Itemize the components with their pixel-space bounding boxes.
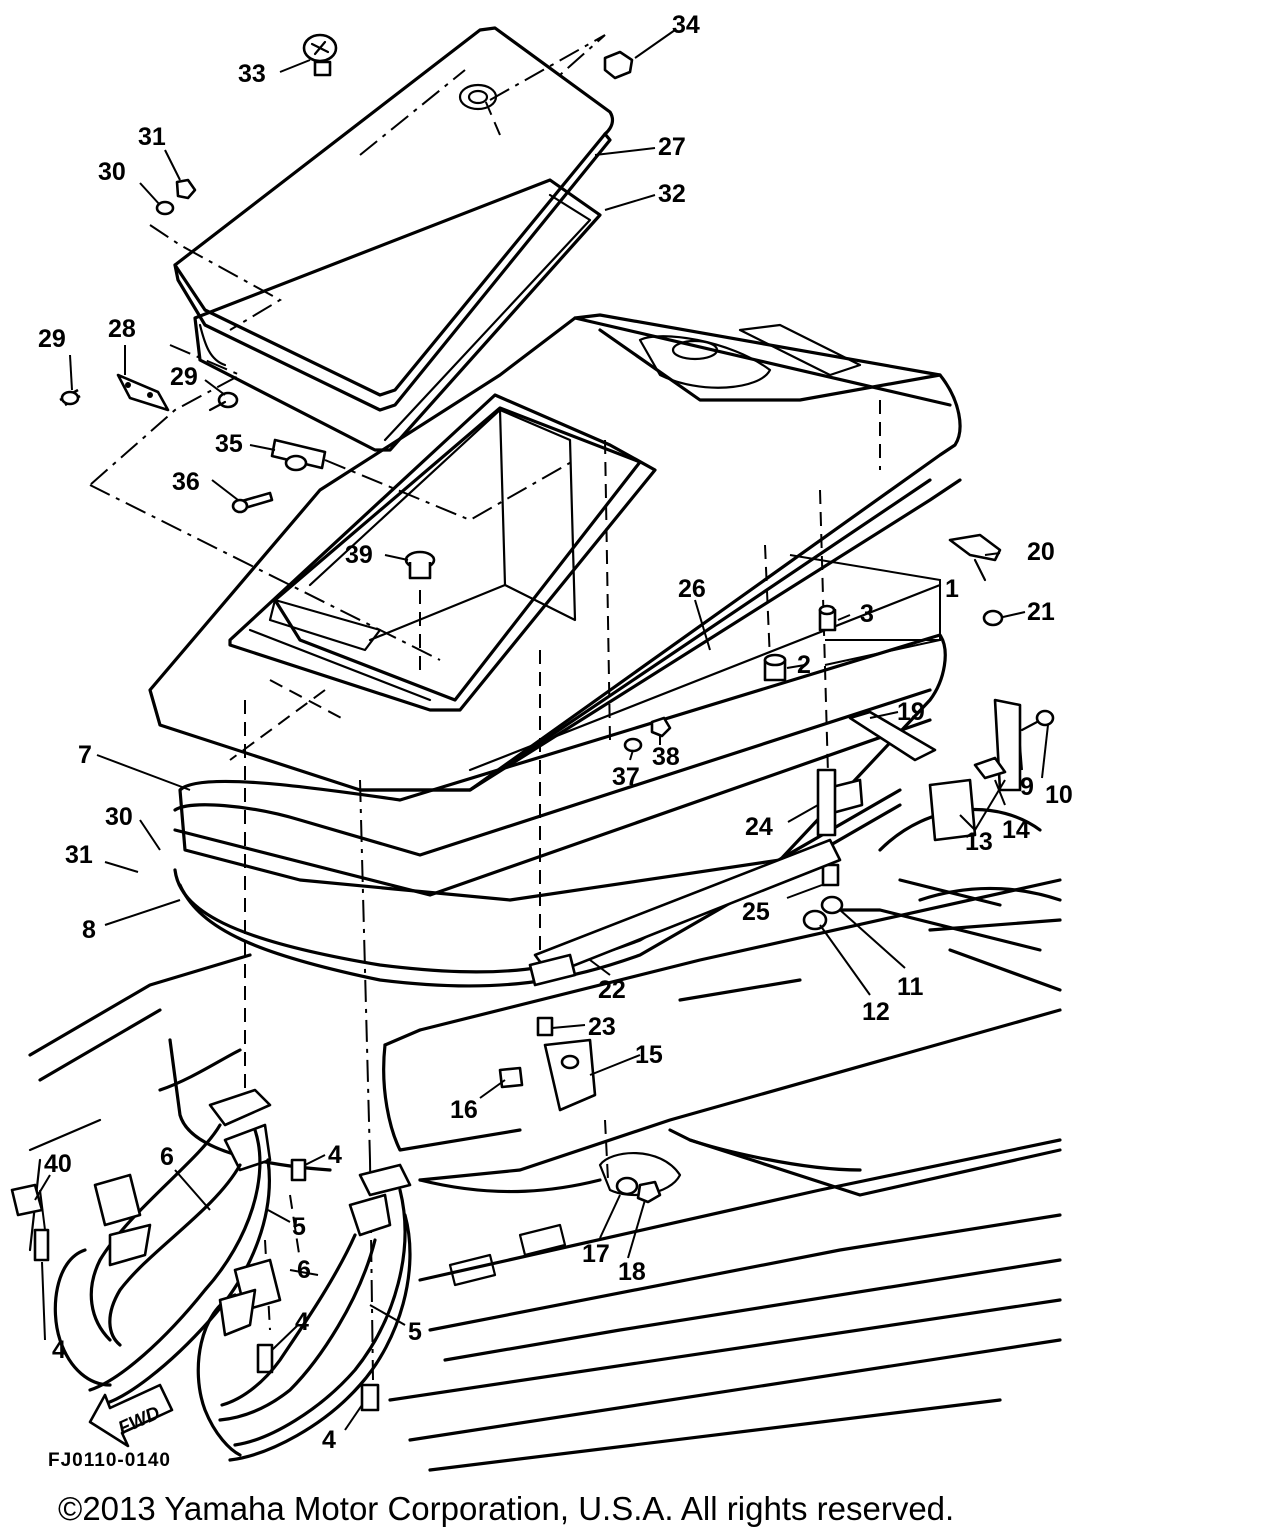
callout-29-b: 29	[170, 363, 198, 391]
callout-1: 1	[945, 575, 959, 603]
storage-lid	[173, 26, 615, 412]
callout-39: 39	[345, 541, 373, 569]
lid-seal	[193, 178, 602, 452]
callout-40: 40	[44, 1150, 72, 1178]
callout-22: 22	[598, 976, 626, 1004]
callout-30-b: 30	[105, 803, 133, 831]
callout-6: 6	[160, 1143, 174, 1171]
callout-14: 14	[1002, 816, 1030, 844]
storage-opening	[228, 393, 657, 712]
callout-13: 13	[965, 828, 993, 856]
callout-35: 35	[215, 430, 243, 458]
callout-25: 25	[742, 898, 770, 926]
callout-29: 29	[38, 325, 66, 353]
callout-17: 17	[582, 1240, 610, 1268]
copyright-notice: ©2013 Yamaha Motor Corporation, U.S.A. A…	[58, 1490, 955, 1527]
callout-3: 3	[860, 600, 874, 628]
engine-hood-top	[148, 313, 962, 792]
callout-33: 33	[238, 60, 266, 88]
callout-21: 21	[1027, 598, 1055, 626]
callout-19: 19	[897, 698, 925, 726]
callout-9: 9	[1020, 773, 1034, 801]
callout-31-b: 31	[65, 841, 93, 869]
drawing-code: FJ0110-0140	[48, 1450, 171, 1471]
callout-5-b: 5	[408, 1318, 422, 1346]
callout-6-b: 6	[297, 1256, 311, 1284]
callout-8: 8	[82, 916, 96, 944]
callout-32: 32	[658, 180, 686, 208]
forward-arrow: FWD	[88, 1383, 174, 1448]
callout-5: 5	[292, 1213, 306, 1241]
callout-16: 16	[450, 1096, 478, 1124]
callout-2: 2	[797, 651, 811, 679]
callout-7: 7	[78, 741, 92, 769]
callout-27: 27	[658, 133, 686, 161]
callout-24: 24	[745, 813, 773, 841]
callout-23: 23	[588, 1013, 616, 1041]
callout-31: 31	[138, 123, 166, 151]
leader-lines	[34, 29, 1049, 1431]
callout-34: 34	[672, 11, 700, 39]
callout-11: 11	[897, 973, 924, 1001]
callout-28: 28	[108, 315, 136, 343]
hinge-arms	[53, 1088, 412, 1462]
callout-36: 36	[172, 468, 200, 496]
callout-10: 10	[1045, 781, 1073, 809]
callout-4-d: 4	[322, 1426, 336, 1454]
callout-20: 20	[1027, 538, 1055, 566]
small-parts	[10, 33, 1055, 1412]
callout-4: 4	[328, 1141, 342, 1169]
callout-12: 12	[862, 998, 890, 1026]
reference-lines	[89, 34, 881, 1381]
callout-4-c: 4	[52, 1336, 66, 1364]
hull-deck	[28, 807, 1062, 1472]
callout-4-b: 4	[295, 1308, 309, 1336]
callout-37: 37	[612, 763, 640, 791]
callout-38: 38	[652, 743, 680, 771]
callout-30: 30	[98, 158, 126, 186]
hood-lower	[173, 583, 947, 988]
callout-labels: 34 33 27 32 31 30 29 28 29 35 36 39 26 2…	[38, 11, 1073, 1454]
callout-18: 18	[618, 1258, 646, 1286]
callout-26: 26	[678, 575, 706, 603]
callout-15: 15	[635, 1041, 663, 1069]
